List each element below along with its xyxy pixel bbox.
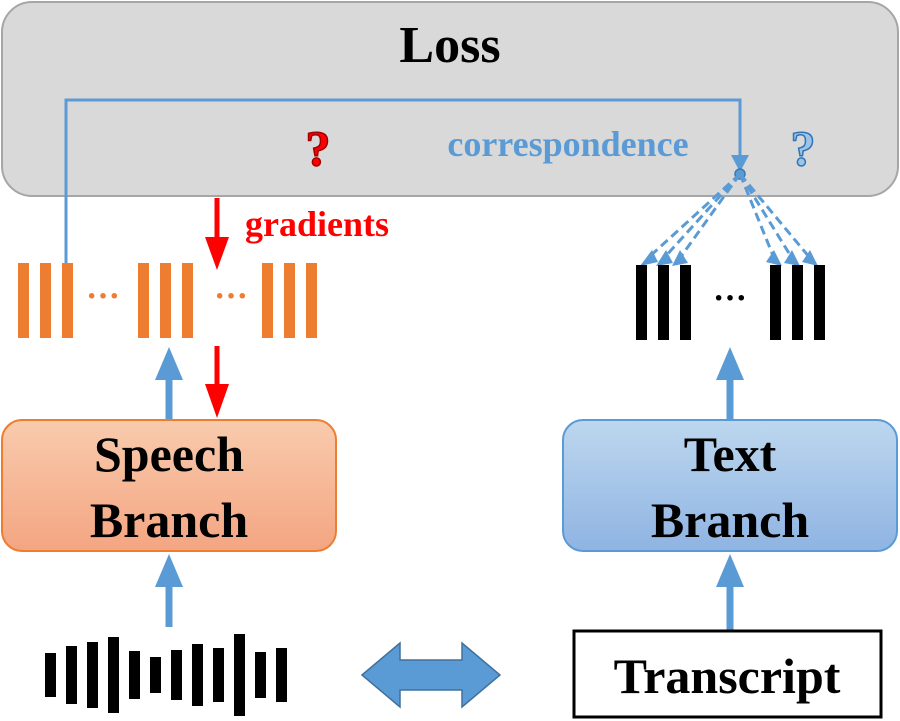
text-ellipsis: ···: [713, 280, 747, 317]
gradient-arrow-bottom-head: [205, 384, 229, 418]
loss-title: Loss: [399, 17, 500, 74]
speech-waveform-icon: [45, 634, 287, 716]
speech-branch-label-line2: Branch: [90, 492, 249, 548]
speech-ellipsis-right: ···: [214, 278, 248, 315]
speech-feature-bars: [18, 263, 317, 338]
dashed-arrowheads: [640, 250, 818, 266]
correspondence-arrowhead: [731, 155, 749, 172]
text-branch-box: [562, 419, 898, 552]
correspondence-label: correspondence: [447, 124, 688, 164]
speech-branch-to-features-arrowhead: [155, 347, 183, 380]
transcript-box: [572, 629, 883, 719]
speech-branch-box: [1, 419, 337, 552]
text-branch-label-line2: Branch: [651, 492, 810, 548]
speech-ellipsis-left: ···: [86, 278, 120, 315]
transcript-to-text-branch-arrowhead: [716, 554, 744, 587]
waveform-to-speech-branch-arrowhead: [155, 554, 183, 587]
dashed-arrows: [646, 172, 812, 260]
gradients-label: gradients: [245, 204, 389, 244]
transcript-label: Transcript: [614, 648, 841, 704]
question-mark-left-icon: ?: [306, 120, 331, 176]
speech-branch-label-line1: Speech: [94, 426, 244, 482]
question-mark-right-icon: ?: [791, 120, 816, 176]
text-branch-to-features-arrowhead: [716, 347, 744, 380]
text-feature-bars: [636, 265, 825, 340]
correspondence-line: [64, 98, 742, 265]
text-branch-label-line1: Text: [684, 426, 777, 482]
pairing-double-arrow-icon: [360, 641, 502, 709]
gradient-arrow-top-head: [205, 237, 229, 270]
